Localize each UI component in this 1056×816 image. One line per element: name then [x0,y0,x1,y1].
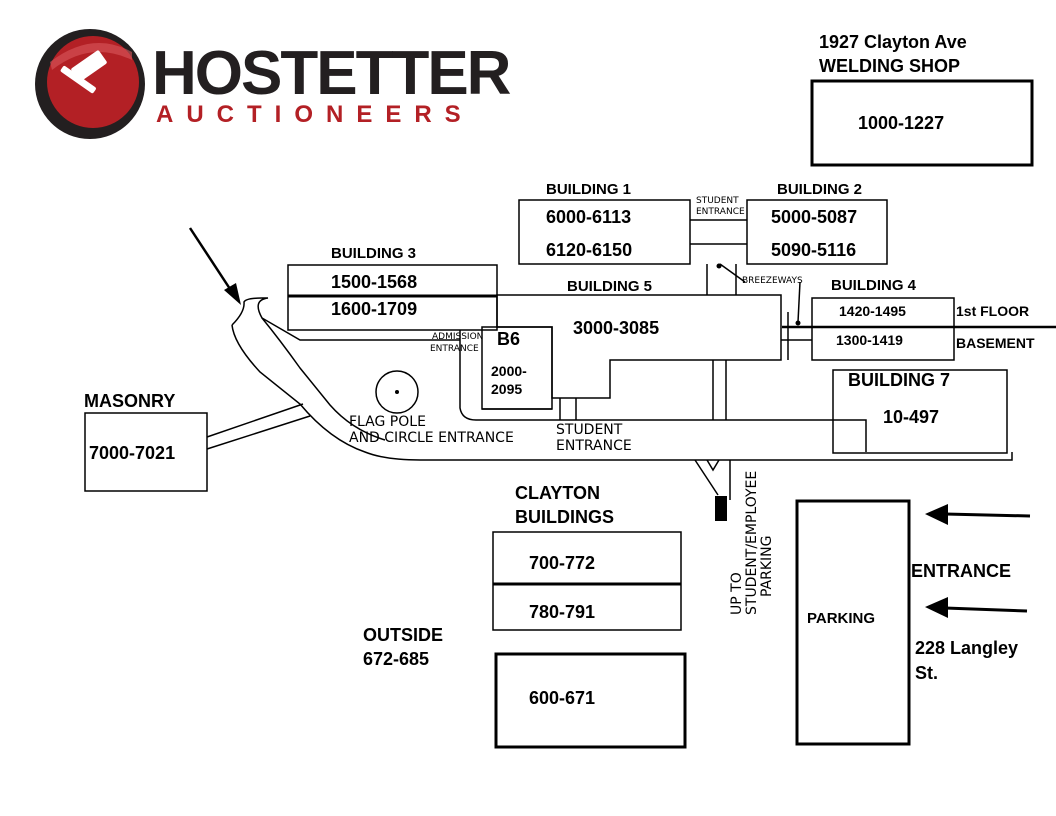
building3-range-a: 1500-1568 [331,272,418,292]
gate-marker [715,496,727,521]
outside-range: 672-685 [363,649,430,669]
building5-outline [496,294,782,399]
clayton-range-a: 700-772 [529,553,596,573]
building4-box [811,297,955,361]
student-entrance-a: STUDENT [556,422,623,438]
building4-floor-a: 1st FLOOR [956,303,1030,319]
arrow-icon-northwest [188,227,241,305]
building2-box [746,199,888,265]
clayton-box [492,531,682,631]
student-entrance-top-a: STUDENT [696,196,739,206]
building3-range-b: 1600-1709 [331,299,418,319]
building7-range: 10-497 [883,407,940,427]
flag-pole-label-b: AND CIRCLE ENTRANCE [349,430,514,446]
student-entrance-b: ENTRANCE [556,438,632,454]
up-to-line-a: UP TO [729,572,745,615]
box-600-671 [494,652,687,749]
b6-range-a: 2000- [491,363,527,379]
student-entrance-top-b: ENTRANCE [696,207,745,217]
b6-range-b: 2095 [491,381,523,397]
flag-pole-circle [375,370,419,414]
building1-range-a: 6000-6113 [546,207,632,227]
gavel-icon [60,50,107,94]
welding-range: 1000-1227 [858,113,945,133]
clayton-title-a: CLAYTON [515,483,601,503]
masonry-box [84,412,208,492]
building1-range-b: 6120-6150 [546,240,633,260]
clayton-title-b: BUILDINGS [515,507,614,527]
entrance-label: ENTRANCE [911,561,1012,581]
flag-pole-label-a: FLAG POLE [349,414,426,430]
building2-range-a: 5000-5087 [771,207,858,227]
building4-range-a: 1420-1495 [839,303,906,319]
logo-emblem [35,29,145,139]
outside-title: OUTSIDE [363,625,444,645]
clayton-range-b: 780-791 [529,602,596,622]
building2-title: BUILDING 2 [777,181,863,198]
building7-title: BUILDING 7 [848,370,951,390]
entrance-address-b: St. [915,663,939,683]
building5-range: 3000-3085 [573,318,660,338]
arrow-icon-entrance-bottom [925,597,1028,618]
up-to-line-b: STUDENT/EMPLOYEE [744,470,760,615]
building7-box [832,369,1008,454]
building2-range-b: 5090-5116 [771,240,857,260]
building4-range-b: 1300-1419 [836,332,903,348]
welding-shop-title: WELDING SHOP [819,56,961,76]
logo-brand-name: HOSTETTER [152,39,511,108]
building4-title: BUILDING 4 [831,277,917,294]
up-to-parking-label: UP TO STUDENT/EMPLOYEE PARKING [729,470,775,615]
up-to-line-c: PARKING [759,535,775,597]
building-outlines [84,79,1056,749]
parking-label: PARKING [807,610,876,627]
admission-entrance-a: ADMISSION [432,332,484,342]
building4-floor-b: BASEMENT [956,335,1035,351]
welding-shop-box [810,79,1034,167]
box-600-671-range: 600-671 [529,688,596,708]
arrows [188,227,1031,618]
arrow-icon-entrance-top [925,504,1031,525]
building1-title: BUILDING 1 [546,181,632,198]
entrance-address-a: 228 Langley [915,638,1019,658]
masonry-title: MASONRY [84,391,176,411]
breezeways-label: BREEZEWAYS [742,276,803,286]
building5-title: BUILDING 5 [567,278,653,295]
welding-address: 1927 Clayton Ave [819,32,967,52]
parking-box [795,499,911,746]
logo-brand-sub: AUCTIONEERS [156,101,474,128]
masonry-range: 7000-7021 [89,443,176,463]
building3-title: BUILDING 3 [331,245,417,262]
building1-box [518,199,691,265]
b6-title: B6 [497,329,521,349]
admission-entrance-b: ENTRANCE [430,344,479,354]
